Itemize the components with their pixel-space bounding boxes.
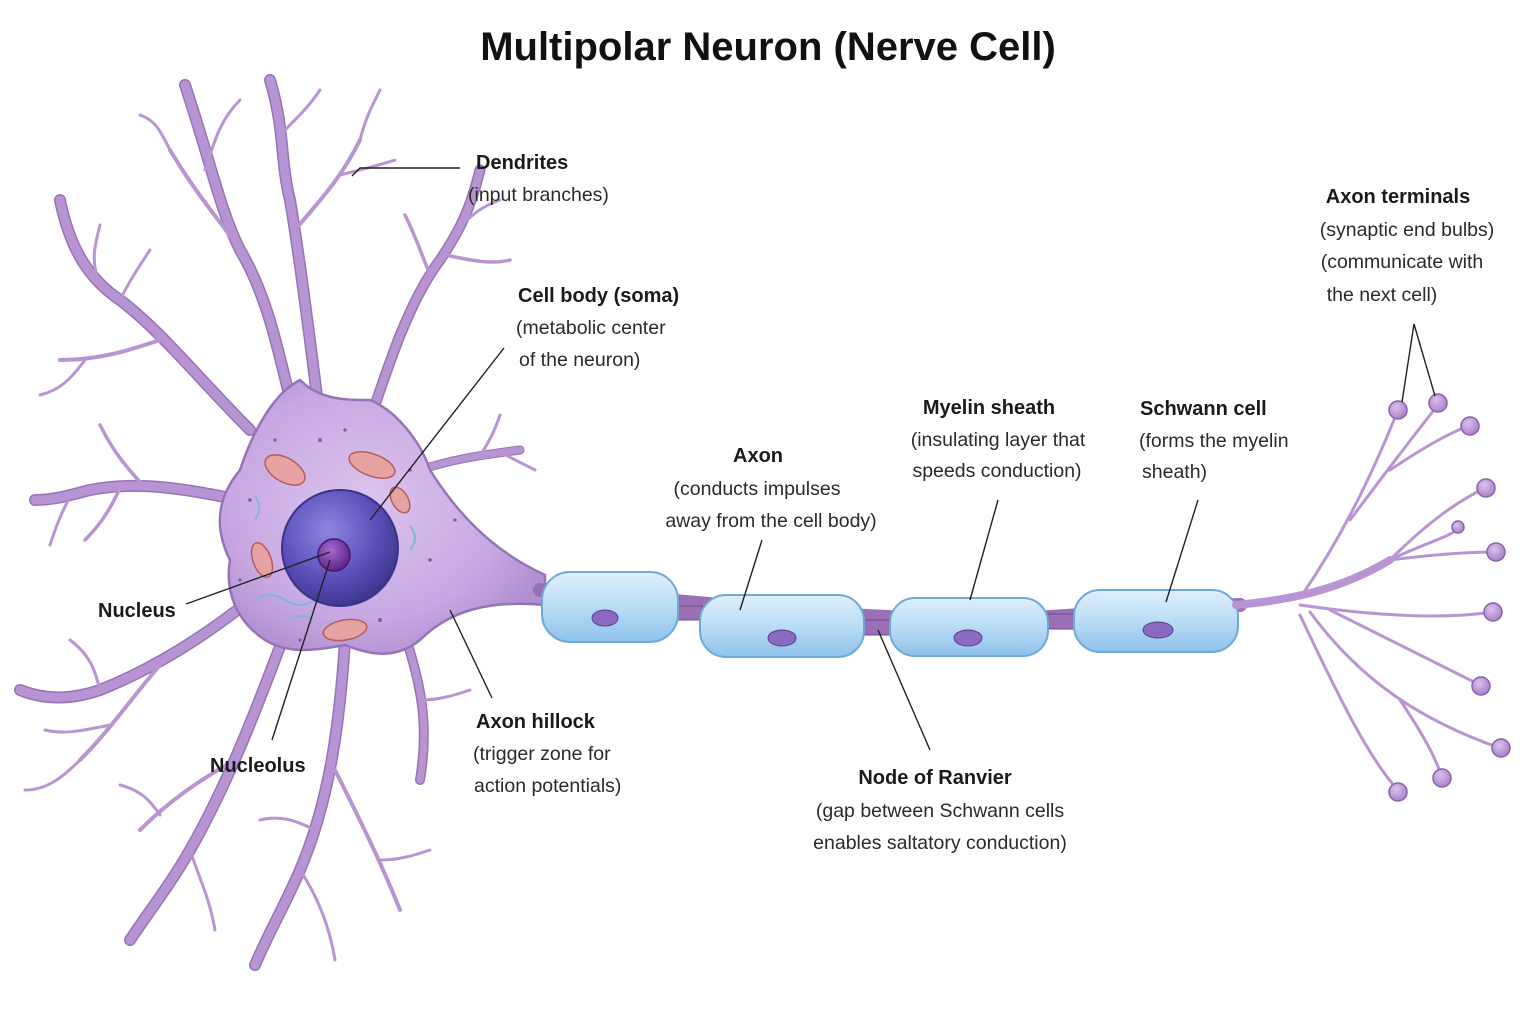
label-node-of-ranvier: Node of Ranvier (gap between Schwann cel… [813, 767, 1067, 854]
label-axon-desc-2: away from the cell body) [665, 510, 876, 532]
label-nucleus-name: Nucleus [98, 600, 176, 622]
myelin-segment-2 [699, 594, 865, 658]
label-axon-hillock: Axon hillock (trigger zone for action po… [473, 711, 621, 797]
leader-axon-terminals-1 [1401, 323, 1415, 403]
myelin-segment-4 [1073, 589, 1239, 653]
label-schwann-cell-desc-1: (forms the myelin [1139, 430, 1289, 452]
label-axon: Axon (conducts impulses away from the ce… [665, 445, 876, 532]
leader-axon-hillock [449, 609, 493, 699]
label-node-of-ranvier-desc-1: (gap between Schwann cells [816, 800, 1064, 822]
leader-nucleolus [271, 559, 331, 741]
label-axon-terminals-desc-2: (communicate with [1321, 251, 1484, 273]
label-node-of-ranvier-name: Node of Ranvier [858, 767, 1012, 789]
leader-cell-body [369, 347, 505, 521]
myelin-segment-1 [541, 571, 679, 643]
label-nucleolus-name: Nucleolus [210, 755, 306, 777]
leader-lines [185, 167, 1436, 751]
label-axon-hillock-desc-2: action potentials) [474, 775, 621, 797]
label-node-of-ranvier-desc-2: enables saltatory conduction) [813, 832, 1067, 854]
leader-nucleus [185, 551, 331, 605]
label-schwann-cell-desc-2: sheath) [1142, 461, 1207, 483]
label-schwann-cell-name: Schwann cell [1140, 398, 1267, 420]
node-of-ranvier-1 [675, 605, 703, 621]
leader-myelin-sheath [969, 499, 999, 601]
label-myelin-sheath-desc-2: speeds conduction) [912, 460, 1081, 482]
leader-node-of-ranvier [877, 629, 931, 751]
label-cell-body-desc-2: of the neuron) [519, 349, 640, 371]
nucleolus-shape [317, 538, 351, 572]
leader-dendrites [351, 167, 460, 177]
label-cell-body-desc-1: (metabolic center [516, 317, 666, 339]
label-myelin-sheath: Myelin sheath (insulating layer that spe… [911, 397, 1086, 482]
node-of-ranvier-2 [861, 619, 893, 636]
leader-axon-terminals-2 [1413, 323, 1436, 397]
label-axon-terminals: Axon terminals (synaptic end bulbs) (com… [1320, 186, 1495, 306]
label-myelin-sheath-desc-1: (insulating layer that [911, 429, 1086, 451]
label-dendrites: Dendrites (input branches) [468, 152, 609, 206]
myelin-segment-3 [889, 597, 1049, 657]
node-of-ranvier-3 [1045, 613, 1077, 630]
diagram-title: Multipolar Neuron (Nerve Cell) [480, 25, 1056, 69]
label-axon-terminals-desc-1: (synaptic end bulbs) [1320, 219, 1495, 241]
label-axon-name: Axon [733, 445, 783, 467]
leader-schwann-cell [1165, 499, 1199, 603]
label-nucleolus: Nucleolus [210, 755, 306, 777]
label-axon-hillock-name: Axon hillock [476, 711, 596, 733]
mitochondria [250, 451, 411, 642]
label-cell-body-name: Cell body (soma) [518, 285, 679, 307]
dendrites-illustration [14, 74, 537, 971]
axon-illustration [533, 571, 1247, 658]
label-schwann-cell: Schwann cell (forms the myelin sheath) [1139, 398, 1289, 483]
leader-axon [739, 539, 763, 611]
label-dendrites-desc: (input branches) [468, 184, 609, 206]
label-axon-desc-1: (conducts impulses [674, 478, 841, 500]
cell-body-illustration [218, 378, 547, 655]
label-myelin-sheath-name: Myelin sheath [923, 397, 1055, 419]
axon-terminals-illustration [1232, 393, 1511, 802]
label-axon-terminals-name: Axon terminals [1326, 186, 1470, 208]
label-axon-hillock-desc-1: (trigger zone for [473, 743, 611, 765]
label-nucleus: Nucleus [98, 600, 176, 622]
label-cell-body: Cell body (soma) (metabolic center of th… [516, 285, 679, 371]
label-axon-terminals-desc-3: the next cell) [1327, 284, 1438, 306]
label-dendrites-name: Dendrites [476, 152, 568, 174]
rough-er [254, 495, 416, 621]
